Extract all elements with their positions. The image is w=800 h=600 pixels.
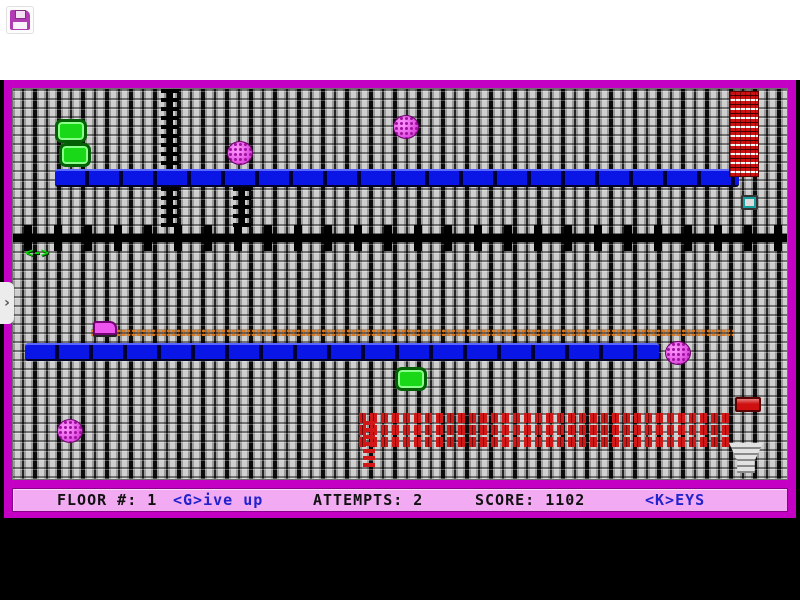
spike-band (13, 225, 787, 251)
game-window: <-> FLOOR #: 1 <G>ive up ATTEMPTS: 2 SCO… (4, 80, 796, 518)
give-up-command[interactable]: <G>ive up (173, 491, 264, 509)
blue-platform (25, 343, 659, 361)
chain (161, 89, 179, 171)
player-vehicle (93, 321, 117, 335)
top-toolbar (0, 0, 800, 80)
chain (161, 187, 179, 227)
red-row (359, 413, 731, 423)
red-box (735, 397, 761, 412)
blue-platform (55, 169, 739, 187)
dot-ball (393, 115, 419, 139)
monitor-item (741, 195, 758, 210)
green-box (395, 367, 427, 391)
dot-ball (57, 419, 83, 443)
chain (233, 187, 251, 227)
red-lattice (729, 91, 759, 177)
playfield[interactable]: <-> (12, 88, 788, 480)
red-row (359, 437, 731, 447)
arrow-pickup: <-> (25, 246, 49, 261)
floor-indicator: FLOOR #: 1 (57, 491, 158, 509)
sidebar-expander[interactable]: › (0, 282, 14, 324)
dot-ball (665, 341, 691, 365)
red-col (363, 419, 375, 467)
rope (91, 329, 733, 336)
dot-ball (227, 141, 253, 165)
green-box (59, 143, 91, 167)
save-button[interactable] (6, 6, 34, 34)
floppy-disk-icon (10, 10, 30, 30)
score-indicator: SCORE: 1102 (475, 491, 586, 509)
red-row (359, 425, 731, 435)
attempts-indicator: ATTEMPTS: 2 (313, 491, 424, 509)
status-bar: FLOOR #: 1 <G>ive up ATTEMPTS: 2 SCORE: … (12, 488, 788, 512)
keys-command[interactable]: <K>EYS (645, 491, 706, 509)
funnel-bin (729, 443, 763, 473)
green-box (55, 119, 87, 143)
